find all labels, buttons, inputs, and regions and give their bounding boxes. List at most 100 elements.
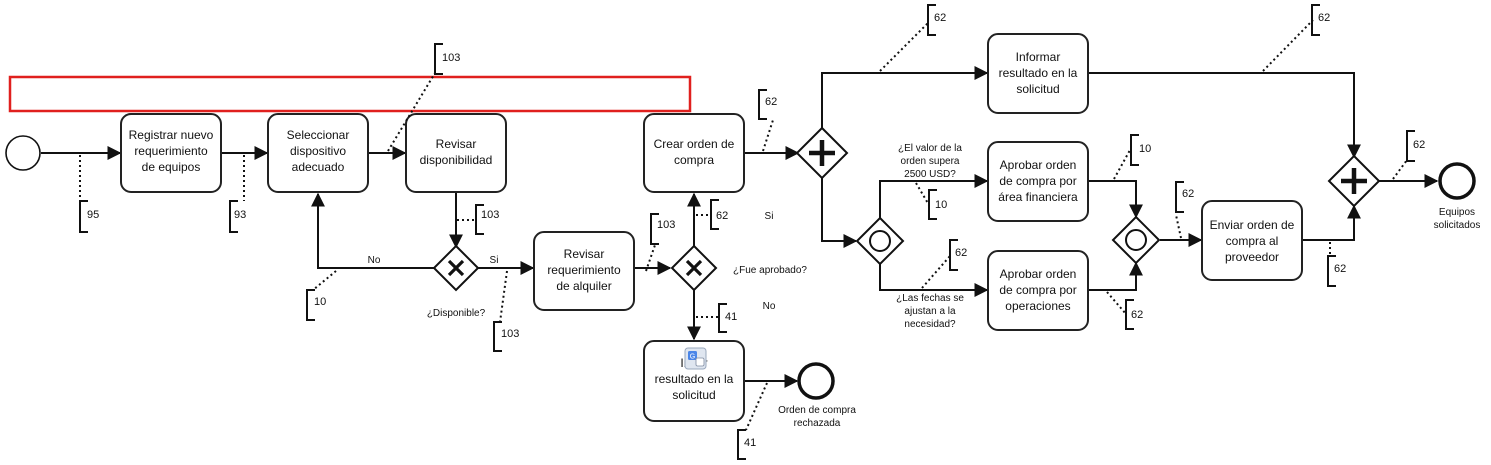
annotation-93-text: 93 [234,209,246,221]
annotation-103-rental[interactable]: 103 [645,213,675,272]
annotation-62-top-right[interactable]: 62 [1262,4,1330,72]
task-inform-bottom-line3: solicitud [672,388,715,402]
task-register-line3: de equipos [142,160,201,174]
annotation-93[interactable]: 93 [229,155,246,233]
annotation-62-approved[interactable]: 62 [696,199,728,230]
annotation-103-gw[interactable]: 103 [457,204,499,235]
task-approve-fin-line1: Aprobar orden [1000,158,1077,172]
annotation-62-top-right-text: 62 [1318,12,1330,24]
annotation-62-merge-text: 62 [1182,188,1194,200]
annotation-95[interactable]: 95 [79,155,99,233]
annotation-103-gw-text: 103 [481,209,499,221]
task-register[interactable]: Registrar nuevo requerimiento de equipos [120,113,222,193]
annotation-62-create-text: 62 [765,96,777,108]
gateway-value-label-1: ¿El valor de la [898,143,962,154]
gateway-parallel-join[interactable] [1327,154,1381,208]
x-icon [447,259,465,277]
annotation-10-value[interactable]: 10 [915,182,947,220]
gateway-inclusive-split[interactable] [855,216,905,266]
circle-icon [1125,229,1147,251]
annotation-103-top-text: 103 [442,52,460,64]
svg-text:G: G [690,354,695,361]
sequence-flows [41,66,1439,388]
annotation-41-bottom[interactable]: 41 [737,382,768,460]
task-inform-bottom-line2: resultado en la [655,372,734,386]
task-rental[interactable]: Revisar requerimiento de alquiler [533,231,635,311]
task-send-po[interactable]: Enviar orden de compra al proveedor [1201,200,1303,281]
task-rental-line1: Revisar [564,247,605,261]
task-send-line3: proveedor [1225,250,1279,264]
annotation-62-final[interactable]: 62 [1392,130,1425,180]
task-approve-ops-line1: Aprobar orden [1000,267,1077,281]
annotation-62-ops-text: 62 [1131,309,1143,321]
task-check[interactable]: Revisar disponibilidad [405,113,507,193]
task-inform-top-line2: resultado en la [999,66,1078,80]
flow-to-approve-fin [879,174,989,219]
end-requested-label-1: Equipos [1439,207,1475,218]
annotation-103-top[interactable]: 103 [387,43,460,152]
annotation-62-ops[interactable]: 62 [1106,291,1143,330]
gateway-parallel-split[interactable] [795,126,849,180]
task-rental-line2: requerimiento [547,263,621,277]
flow-no-to-select [311,192,434,269]
flow-label-no: No [368,255,381,266]
annotation-41-mid-text: 41 [725,311,737,323]
annotation-62-top-left[interactable]: 62 [879,4,946,72]
gateway-dates-label-2: ajustan a la [904,306,956,317]
annotation-62-dates-text: 62 [955,247,967,259]
flow-send-join [1302,204,1361,241]
flow-ops-merge [1088,261,1143,291]
annotation-62-dates[interactable]: 62 [921,239,967,289]
annotation-62-create[interactable]: 62 [758,89,777,152]
task-approve-fin-line3: área financiera [998,190,1078,204]
task-approve-fin[interactable]: Aprobar orden de compra por área financi… [987,141,1089,222]
task-approve-ops-line2: de compra por [999,283,1076,297]
annotation-62-top-left-text: 62 [934,12,946,24]
annotation-10-fin[interactable]: 10 [1113,134,1151,180]
annotation-103-bottom[interactable]: 103 [493,270,519,352]
plus-icon [1341,168,1367,194]
x-icon [685,259,703,277]
end-event-rejected[interactable] [797,362,835,400]
gateway-approved[interactable] [670,244,718,292]
annotation-62-approved-text: 62 [716,210,728,222]
flow-fin-merge [1088,180,1143,219]
task-select[interactable]: Seleccionar dispositivo adecuado [267,113,369,193]
flow-label-si-approved: Si [765,211,774,222]
plus-icon [809,140,835,166]
annotation-10-value-text: 10 [935,199,947,211]
task-select-line1: Seleccionar [287,128,350,142]
task-rental-line3: de alquiler [556,279,611,293]
end-event-requested[interactable] [1438,162,1476,200]
task-register-line2: requerimiento [134,144,208,158]
flow-parallel-inclusive [821,177,858,248]
annotation-62-send[interactable]: 62 [1327,242,1346,287]
gateway-dates-label-1: ¿Las fechas se [896,293,964,304]
annotation-62-final-text: 62 [1413,139,1425,151]
annotation-103-rental-text: 103 [657,219,675,231]
task-check-line2: disponibilidad [420,153,493,167]
annotation-10-left[interactable]: 10 [306,270,337,321]
start-event[interactable] [5,135,41,171]
flow-parallel-inform [821,66,989,129]
task-select-line2: dispositivo [290,144,346,158]
gateway-inclusive-merge[interactable] [1111,215,1161,265]
flow-label-si: Si [490,255,499,266]
task-inform-bottom[interactable]: Inf ar resultado en la solicitud [643,340,745,422]
annotation-62-merge[interactable]: 62 [1175,181,1194,239]
task-approve-ops[interactable]: Aprobar orden de compra por operaciones [987,250,1089,331]
task-inform-top[interactable]: Informar resultado en la solicitud [987,33,1089,114]
gateway-value-label-2: orden supera [901,156,960,167]
selection-highlight [8,75,692,113]
gateway-available[interactable] [432,244,480,292]
annotation-41-mid[interactable]: 41 [696,303,737,333]
task-create-po[interactable]: Crear orden de compra [643,113,745,193]
end-rejected-label-1: Orden de compra [778,405,856,416]
task-create-line1: Crear orden de [654,137,735,151]
gateway-dates-label-3: necesidad? [904,319,956,330]
gateway-approved-label: ¿Fue aprobado? [733,265,807,276]
translate-icon[interactable]: G [684,347,707,370]
circle-icon [869,230,891,252]
task-inform-top-line3: solicitud [1016,82,1059,96]
